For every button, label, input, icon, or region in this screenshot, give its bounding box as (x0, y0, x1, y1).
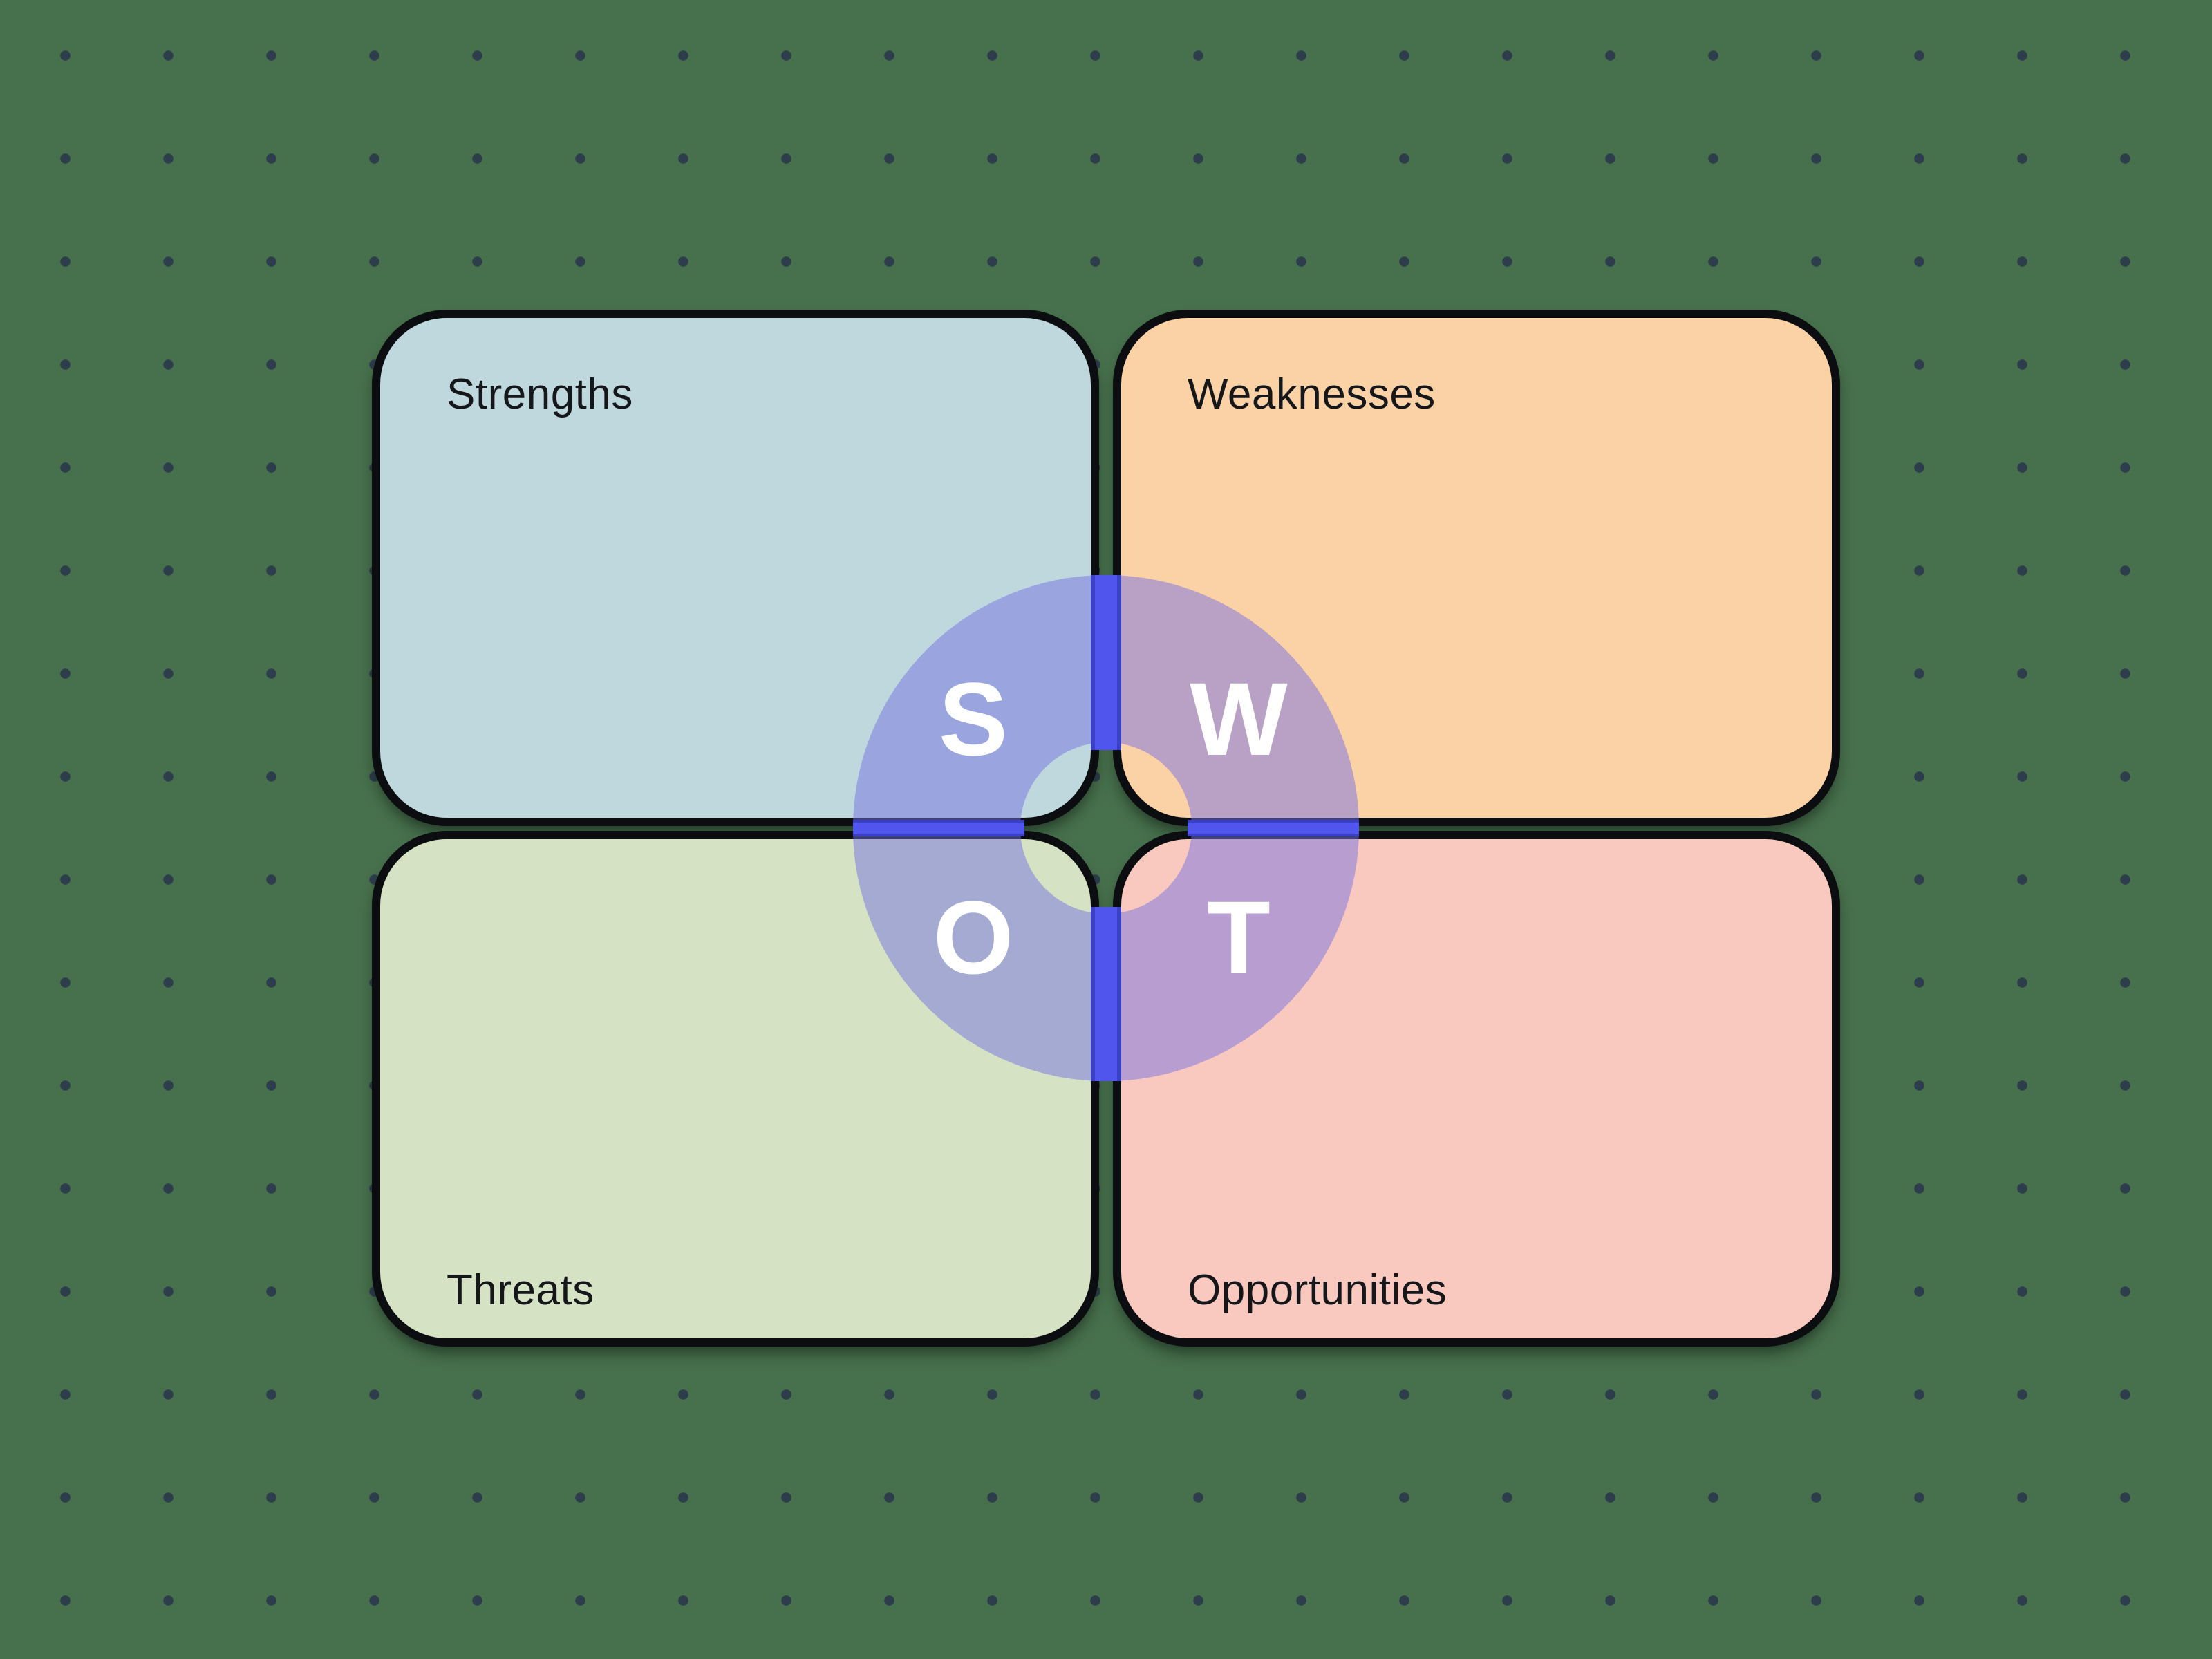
connector-line-right (1188, 820, 1359, 836)
connector-line-top (1091, 575, 1121, 750)
letter-s: S (938, 661, 1009, 777)
letter-o: O (932, 879, 1014, 995)
connector-line-left (853, 820, 1024, 836)
quadrant-opportunities-label: Opportunities (1188, 1266, 1447, 1314)
letter-w: W (1190, 661, 1288, 777)
quadrant-weaknesses-label: Weaknesses (1188, 371, 1436, 418)
letter-t: T (1207, 879, 1271, 995)
connector-line-bottom (1091, 907, 1121, 1081)
quadrant-strengths-label: Strengths (447, 371, 633, 418)
quadrant-threats-label: Threats (447, 1266, 594, 1314)
